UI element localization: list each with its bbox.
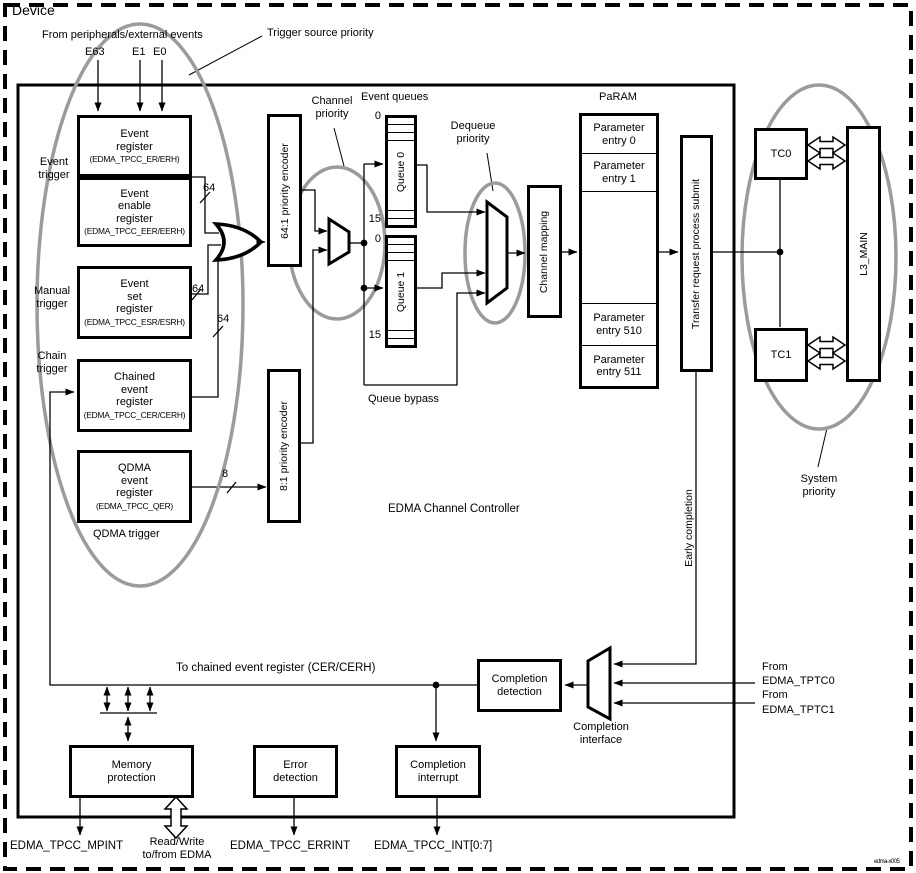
channel-priority-label: Channel priority (311, 95, 353, 120)
bus-tick-64-eer (199, 191, 211, 204)
completion-detection-block: Completion detection (477, 659, 562, 712)
completion-interface-mux (586, 645, 612, 722)
priority-encoder-64: 64:1 priority encoder (267, 114, 302, 267)
channel-priority-pointer (333, 127, 345, 167)
tc0-l3-arrows (806, 135, 847, 171)
l3-main-block: L3_MAIN (846, 126, 881, 382)
junction-dot (776, 248, 784, 256)
e0-label: E0 (153, 46, 167, 58)
system-priority-label: System priority (800, 473, 838, 498)
or-gate (211, 222, 264, 262)
bus-tick-64-cer (212, 325, 224, 338)
figure-watermark: edma-x005 (874, 859, 900, 865)
errint-label: EDMA_TPCC_ERRINT (230, 840, 351, 852)
event-register-block: Event register (EDMA_TPCC_ER/ERH) (77, 115, 192, 177)
wire-q0-out (417, 164, 486, 216)
wire-enc64-mux (302, 189, 328, 235)
wire-early-completion (613, 372, 697, 668)
bus-width-64-esr: 64 (192, 283, 205, 295)
junction-dot (432, 681, 440, 689)
tc1-block: TC1 (754, 328, 808, 382)
dequeue-priority-mux (485, 199, 509, 306)
param-entry-gap (582, 191, 656, 303)
int07-label: EDMA_TPCC_INT[0:7] (374, 840, 493, 852)
event-queue-1: Queue 1 (385, 235, 417, 348)
system-priority-ellipse (740, 83, 898, 431)
channel-priority-mux (327, 216, 351, 267)
early-completion-label: Early completion (683, 489, 695, 567)
queue-bypass-label: Queue bypass (368, 393, 439, 405)
from-tptc1-line1: From (762, 689, 788, 701)
source-events-label: From peripherals/external events (42, 29, 203, 41)
event-enable-register-block: Event enable register (EDMA_TPCC_EER/EER… (77, 177, 192, 247)
wire-q1-out (417, 269, 486, 289)
wire-chain-feedback (49, 388, 477, 686)
trigger-source-priority-label: Trigger source priority (267, 27, 374, 39)
completion-interrupt-block: Completion interrupt (395, 745, 481, 798)
trigger-priority-pointer (188, 35, 263, 76)
priority-encoder-8: 8:1 priority encoder (267, 369, 301, 523)
tc1-l3-arrows (806, 335, 847, 371)
event-trigger-label: Event trigger (38, 156, 70, 181)
q1-bottom-index: 15 (368, 329, 381, 341)
param-title: PaRAM (599, 91, 637, 103)
chain-trigger-label: Chain trigger (36, 350, 68, 375)
q0-bottom-index: 15 (368, 213, 381, 225)
bus-tick-64-esr (191, 288, 202, 301)
error-detection-block: Error detection (253, 745, 338, 798)
from-tptc0-line2: EDMA_TPTC0 (762, 675, 835, 687)
e63-label: E63 (85, 46, 105, 58)
dequeue-priority-label: Dequeue priority (450, 120, 496, 145)
e1-label: E1 (132, 46, 146, 58)
readwrite-arrow (163, 795, 189, 840)
trigger-source-ellipse (35, 22, 245, 588)
from-tptc1-line2: EDMA_TPTC1 (762, 704, 835, 716)
wire-eer-or (192, 176, 219, 234)
device-dashed-border (3, 3, 913, 871)
mpint-label: EDMA_TPCC_MPINT (10, 840, 124, 852)
bus-width-64-eer: 64 (203, 182, 216, 194)
wire-cer-or (192, 255, 221, 398)
q0-top-index: 0 (374, 110, 381, 122)
qdma-trigger-label: QDMA trigger (93, 528, 160, 540)
event-set-register-block: Event set register (EDMA_TPCC_ESR/ESRH) (77, 266, 192, 339)
tc0-block: TC0 (754, 128, 808, 180)
manual-trigger-label: Manual trigger (33, 285, 71, 310)
junction-dot (360, 239, 368, 247)
channel-mapping-block: Channel mapping (527, 185, 562, 318)
bus-width-8-qer: 8 (222, 468, 229, 480)
memory-protection-block: Memory protection (69, 745, 194, 798)
junction-dot (360, 284, 368, 292)
wire-esr-or (192, 244, 221, 295)
completion-interface-label: Completion interface (573, 721, 629, 746)
transfer-request-submit-block: Transfer request process submit (680, 135, 713, 372)
event-queue-0: Queue 0 (385, 115, 417, 228)
chained-event-register-block: Chained event register (EDMA_TPCC_CER/CE… (77, 359, 192, 432)
edma-cc-box (16, 83, 736, 819)
qdma-event-register-block: QDMA event register (EDMA_TPCC_QER) (77, 450, 192, 523)
event-queues-label: Event queues (361, 91, 429, 103)
bus-width-64-cer: 64 (217, 313, 230, 325)
q1-top-index: 0 (374, 233, 381, 245)
device-label: Device (12, 2, 55, 18)
system-priority-pointer (817, 427, 828, 468)
wire-queue-bypass (364, 289, 486, 386)
wire-enc8-mux (301, 246, 328, 444)
chain-line-label: To chained event register (CER/CERH) (176, 662, 376, 674)
edma-cc-label: EDMA Channel Controller (388, 503, 520, 515)
from-tptc0-line1: From (762, 661, 788, 673)
readwrite-label: Read/Write to/from EDMA (142, 836, 212, 861)
